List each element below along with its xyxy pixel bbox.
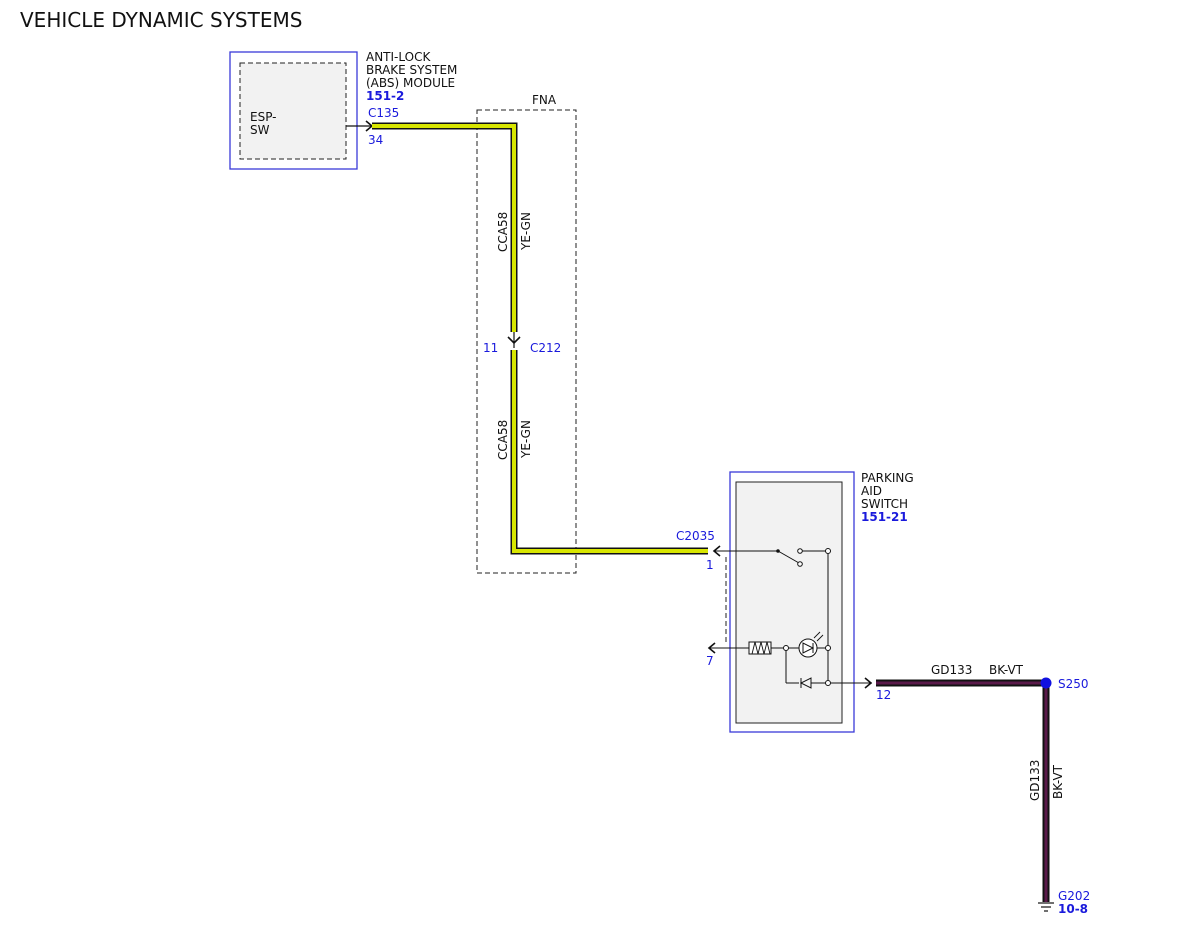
parking-aid-switch: PARKING AID SWITCH 151-21 C2035 1 7 12 <box>676 471 914 733</box>
pin-7-arrow-icon <box>707 642 716 654</box>
abs-module: ESP- SW ANTI-LOCK BRAKE SYSTEM (ABS) MOD… <box>229 50 457 170</box>
parking-switch-inner-box <box>735 481 843 724</box>
splice-label: S250 <box>1058 677 1089 691</box>
ground-h-circuit-label: GD133 <box>931 663 972 677</box>
upper-wire-color-label: YE-GN <box>519 212 533 251</box>
switch-contact-top <box>797 548 803 554</box>
abs-pin-label: 34 <box>368 133 383 147</box>
wire-lower-color <box>512 350 708 553</box>
node-mid-left <box>783 645 789 651</box>
c2035-connector-label[interactable]: C2035 <box>676 529 715 543</box>
resistor-zigzag <box>751 641 771 655</box>
wire-cca58-upper[interactable] <box>372 122 518 332</box>
led-ray-2 <box>816 634 824 642</box>
ground-v-circuit-label: GD133 <box>1028 760 1042 801</box>
switch-blade <box>777 550 800 564</box>
abs-module-ref[interactable]: 151-2 <box>366 89 404 103</box>
pin-12-label: 12 <box>876 688 891 702</box>
pin-7-label: 7 <box>706 654 714 668</box>
page-title: VEHICLE DYNAMIC SYSTEMS <box>20 8 302 32</box>
c212-arrow-icon <box>507 336 521 345</box>
parking-switch-name-1: PARKING <box>861 471 914 485</box>
switch-contact <box>714 548 831 645</box>
ground-symbol-icon <box>1038 902 1054 912</box>
inline-connector-c212[interactable]: 11 C212 <box>483 332 561 355</box>
switch-contact-bottom <box>797 561 803 567</box>
fna-outline <box>476 109 577 574</box>
c212-connector-label: C212 <box>530 341 561 355</box>
lamp-icon <box>798 638 818 658</box>
ground-h-color-label: BK-VT <box>989 663 1024 677</box>
pin-12-arrow-icon <box>864 677 873 689</box>
abs-internal-label-2: SW <box>250 123 270 137</box>
node-top-right <box>825 548 831 554</box>
diode-circuit <box>785 651 873 689</box>
wire-upper-color <box>372 124 516 332</box>
node-bottom-right <box>825 680 831 686</box>
led-ray-1 <box>813 631 821 639</box>
ground-label[interactable]: G202 <box>1058 889 1090 903</box>
abs-module-name-1: ANTI-LOCK <box>366 50 431 64</box>
wire-cca58-lower[interactable] <box>510 350 708 555</box>
ground-v-color-label: BK-VT <box>1051 764 1065 799</box>
lower-wire-color-label: YE-GN <box>519 420 533 459</box>
abs-internal-label-1: ESP- <box>250 110 277 124</box>
illumination-circuit <box>707 631 831 680</box>
fna-box: FNA <box>476 93 577 574</box>
node-mid-right <box>825 645 831 651</box>
fna-label: FNA <box>532 93 557 107</box>
upper-circuit-label: CCA58 <box>496 212 510 252</box>
abs-connector-label[interactable]: C135 <box>368 106 399 120</box>
c212-pin-label: 11 <box>483 341 498 355</box>
abs-module-internal-box <box>239 62 347 160</box>
abs-module-name-2: BRAKE SYSTEM <box>366 63 457 77</box>
wire-lower-border <box>510 350 708 555</box>
parking-switch-ref[interactable]: 151-21 <box>861 510 908 524</box>
lower-circuit-label: CCA58 <box>496 420 510 460</box>
pin-1-label: 1 <box>706 558 714 572</box>
parking-switch-name-2: AID <box>861 484 882 498</box>
ground-ref[interactable]: 10-8 <box>1058 902 1088 916</box>
abs-module-name-3: (ABS) MODULE <box>366 76 455 90</box>
wire-upper-border <box>372 122 518 332</box>
led-triangle <box>802 642 815 654</box>
parking-switch-name-3: SWITCH <box>861 497 908 511</box>
splice-dot-icon[interactable] <box>1040 677 1052 689</box>
